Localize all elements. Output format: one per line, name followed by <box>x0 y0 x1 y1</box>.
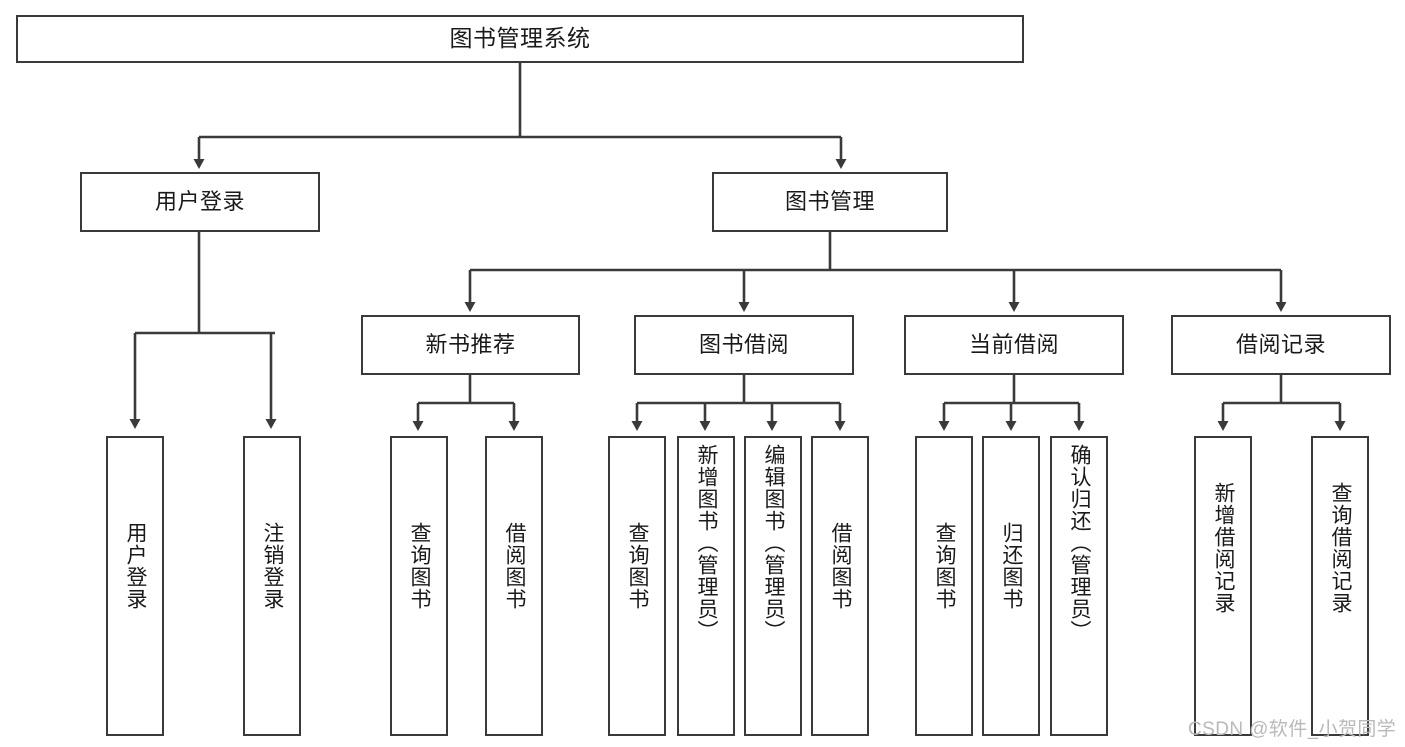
leaf-borrow-book-1-label: 借阅图书 <box>503 522 527 610</box>
node-new-book-recommend-label: 新书推荐 <box>425 331 516 357</box>
leaf-user-login-label: 用户登录 <box>124 522 148 610</box>
leaf-query-book-2[interactable]: 查询图书 <box>608 436 666 736</box>
node-current-borrow[interactable]: 当前借阅 <box>904 315 1124 375</box>
leaf-query-book-3-label: 查询图书 <box>933 522 957 610</box>
leaf-logout[interactable]: 注销登录 <box>243 436 301 736</box>
leaf-query-record[interactable]: 查询借阅记录 <box>1311 436 1369 736</box>
node-book-manage-label: 图书管理 <box>784 188 875 214</box>
leaf-add-book[interactable]: 新增图书（管理员） <box>677 436 735 736</box>
leaf-return-book[interactable]: 归还图书 <box>982 436 1040 736</box>
leaf-add-record[interactable]: 新增借阅记录 <box>1194 436 1252 736</box>
leaf-edit-book-label: 编辑图书（管理员） <box>762 444 786 642</box>
node-book-borrow-label: 图书借阅 <box>698 331 789 357</box>
leaf-query-book-1[interactable]: 查询图书 <box>390 436 448 736</box>
leaf-borrow-book-2[interactable]: 借阅图书 <box>811 436 869 736</box>
node-user-login-label: 用户登录 <box>154 188 245 214</box>
leaf-query-book-3[interactable]: 查询图书 <box>915 436 973 736</box>
csdn-watermark: CSDN @软件_小贺同学 <box>1188 719 1397 740</box>
leaf-confirm-return-label: 确认归还（管理员） <box>1068 444 1092 642</box>
node-borrow-record-label: 借阅记录 <box>1235 331 1326 357</box>
node-book-borrow[interactable]: 图书借阅 <box>634 315 854 375</box>
leaf-confirm-return[interactable]: 确认归还（管理员） <box>1050 436 1108 736</box>
leaf-borrow-book-1[interactable]: 借阅图书 <box>485 436 543 736</box>
node-book-manage[interactable]: 图书管理 <box>712 172 948 232</box>
leaf-edit-book[interactable]: 编辑图书（管理员） <box>744 436 802 736</box>
leaf-return-book-label: 归还图书 <box>1000 522 1024 610</box>
node-user-login[interactable]: 用户登录 <box>80 172 320 232</box>
node-borrow-record[interactable]: 借阅记录 <box>1171 315 1391 375</box>
node-root[interactable]: 图书管理系统 <box>16 15 1024 63</box>
node-root-label: 图书管理系统 <box>449 25 591 52</box>
node-current-borrow-label: 当前借阅 <box>968 331 1059 357</box>
leaf-add-book-label: 新增图书（管理员） <box>695 444 719 642</box>
leaf-user-login[interactable]: 用户登录 <box>106 436 164 736</box>
leaf-query-book-1-label: 查询图书 <box>408 522 432 610</box>
leaf-query-book-2-label: 查询图书 <box>626 522 650 610</box>
leaf-logout-label: 注销登录 <box>261 522 285 610</box>
leaf-query-record-label: 查询借阅记录 <box>1329 482 1353 614</box>
leaf-borrow-book-2-label: 借阅图书 <box>829 522 853 610</box>
node-new-book-recommend[interactable]: 新书推荐 <box>361 315 580 375</box>
leaf-add-record-label: 新增借阅记录 <box>1212 482 1236 614</box>
